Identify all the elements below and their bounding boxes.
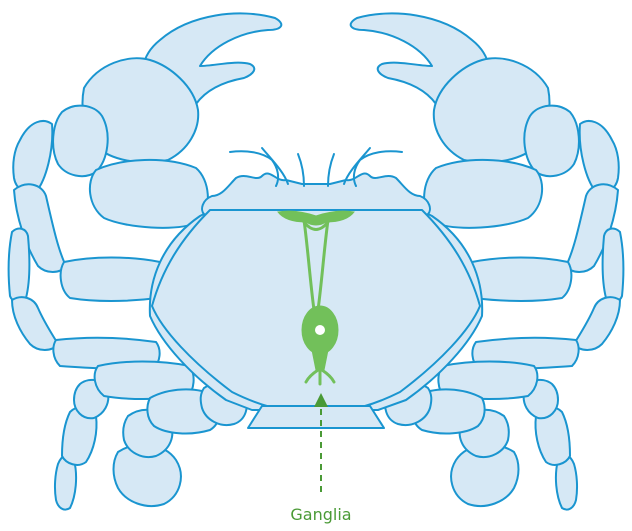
carapace-lower-plate bbox=[248, 406, 384, 428]
right-leg-2-segment bbox=[574, 297, 620, 350]
right-leg-2-dactyl bbox=[603, 229, 624, 302]
right-leg-1-merus bbox=[468, 258, 571, 302]
left-leg-2-segment bbox=[12, 297, 58, 350]
right-claw-carpus bbox=[524, 106, 579, 177]
left-antennule bbox=[298, 154, 304, 186]
left-leg-1-merus bbox=[61, 258, 164, 302]
ganglia-label: Ganglia bbox=[290, 505, 351, 524]
left-leg-1-dactyl bbox=[13, 121, 52, 193]
left-claw-merus bbox=[90, 160, 208, 228]
right-leg-1-dactyl bbox=[580, 121, 619, 193]
right-antennule bbox=[328, 154, 334, 186]
left-leg-2-dactyl bbox=[9, 229, 30, 302]
right-claw-merus bbox=[424, 160, 542, 228]
ganglion-center bbox=[315, 325, 325, 335]
left-claw-carpus bbox=[53, 106, 108, 177]
